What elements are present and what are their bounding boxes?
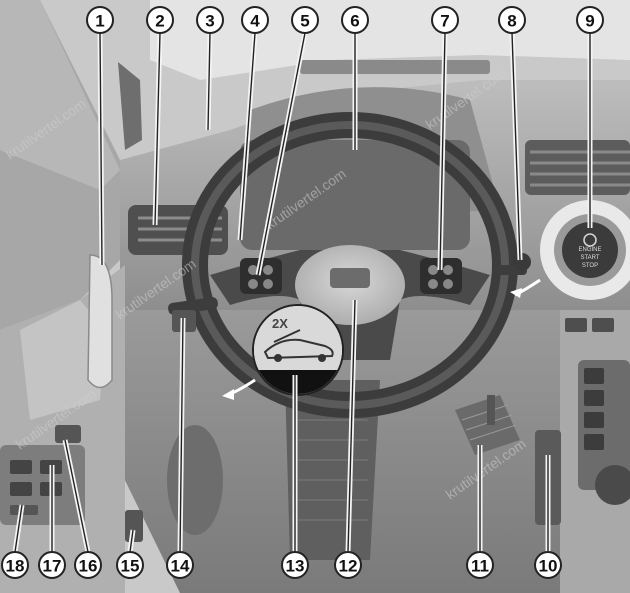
- defrost-vent: [300, 60, 490, 74]
- callout-circle-18: [1, 551, 29, 579]
- engine-start-stop-button: ENGINE START STOP: [540, 200, 630, 300]
- center-air-vent: [525, 140, 630, 195]
- callout-circle-11: [466, 551, 494, 579]
- callout-circle-15: [116, 551, 144, 579]
- callout-circle-2: [146, 6, 174, 34]
- callout-circle-6: [341, 6, 369, 34]
- callout-16: 16: [74, 551, 102, 579]
- callout-9: 9: [576, 6, 604, 34]
- callout-number-13: 13: [286, 557, 305, 576]
- callout-circle-13: [281, 551, 309, 579]
- callout-number-4: 4: [250, 12, 260, 31]
- callout-18: 18: [1, 551, 29, 579]
- leader-line-3: [207, 32, 211, 131]
- callout-circle-17: [38, 551, 66, 579]
- callout-15: 15: [116, 551, 144, 579]
- door-handle: [87, 254, 113, 389]
- callout-circle-4: [241, 6, 269, 34]
- callout-17: 17: [38, 551, 66, 579]
- callout-circle-8: [498, 6, 526, 34]
- brand-logo: [330, 268, 370, 288]
- steering-column: [285, 380, 380, 560]
- callout-number-15: 15: [121, 557, 140, 576]
- callout-number-12: 12: [339, 557, 358, 576]
- callout-12: 12: [334, 551, 362, 579]
- leader-line-15: [129, 529, 134, 553]
- callout-number-18: 18: [6, 557, 25, 576]
- callout-3: 3: [196, 6, 224, 34]
- callout-circle-16: [74, 551, 102, 579]
- callout-2: 2: [146, 6, 174, 34]
- callout-circle-9: [576, 6, 604, 34]
- brake-pedal: [455, 395, 520, 455]
- callout-number-5: 5: [300, 12, 309, 31]
- leader-line-16: [64, 439, 89, 553]
- right-steering-controls: [420, 258, 462, 294]
- callout-circle-7: [431, 6, 459, 34]
- left-steering-controls: [240, 258, 282, 294]
- callout-circle-12: [334, 551, 362, 579]
- callout-number-2: 2: [155, 12, 164, 31]
- callout-number-8: 8: [507, 12, 516, 31]
- instrument-cluster: [240, 140, 470, 250]
- callout-number-14: 14: [171, 557, 190, 576]
- callout-11: 11: [466, 551, 494, 579]
- leader-line-2: [154, 32, 161, 226]
- callout-10: 10: [534, 551, 562, 579]
- leader-line-1: [99, 32, 103, 266]
- start-button-text-line2: START: [580, 255, 599, 261]
- callout-number-10: 10: [539, 557, 558, 576]
- leader-lines: [12, 32, 593, 553]
- callout-8: 8: [498, 6, 526, 34]
- leader-line-14: [179, 317, 184, 553]
- callout-number-16: 16: [79, 557, 98, 576]
- callout-1: 1: [86, 6, 114, 34]
- callout-circle-3: [196, 6, 224, 34]
- callout-6: 6: [341, 6, 369, 34]
- hood-open-icon: [263, 338, 334, 360]
- callout-14: 14: [166, 551, 194, 579]
- callout-4: 4: [241, 6, 269, 34]
- tweeter-speaker: [118, 62, 142, 150]
- leader-line-18: [14, 504, 23, 553]
- inset-press-count: 2X: [272, 316, 288, 331]
- callout-7: 7: [431, 6, 459, 34]
- callout-number-17: 17: [43, 557, 62, 576]
- door-speaker: [167, 425, 223, 535]
- callout-number-1: 1: [95, 12, 104, 31]
- callout-number-11: 11: [471, 557, 489, 576]
- leader-line-4: [239, 32, 256, 241]
- leader-line-5: [257, 32, 306, 276]
- callout-circle-14: [166, 551, 194, 579]
- callout-number-3: 3: [205, 12, 214, 31]
- start-button-text-line3: STOP: [582, 263, 598, 269]
- callout-circle-5: [291, 6, 319, 34]
- callout-5: 5: [291, 6, 319, 34]
- hood-release-inset: 2X: [252, 304, 344, 396]
- console-switch-panel: [565, 318, 630, 505]
- leader-line-12: [347, 299, 356, 553]
- callout-13: 13: [281, 551, 309, 579]
- callout-circle-1: [86, 6, 114, 34]
- callout-number-7: 7: [440, 12, 449, 31]
- callout-number-6: 6: [350, 12, 359, 31]
- leader-line-8: [511, 32, 521, 261]
- start-button-text-line1: ENGINE: [578, 247, 601, 253]
- hood-release-lever: [125, 510, 143, 542]
- leader-line-7: [439, 32, 446, 271]
- callout-circle-10: [534, 551, 562, 579]
- callout-number-9: 9: [585, 12, 594, 31]
